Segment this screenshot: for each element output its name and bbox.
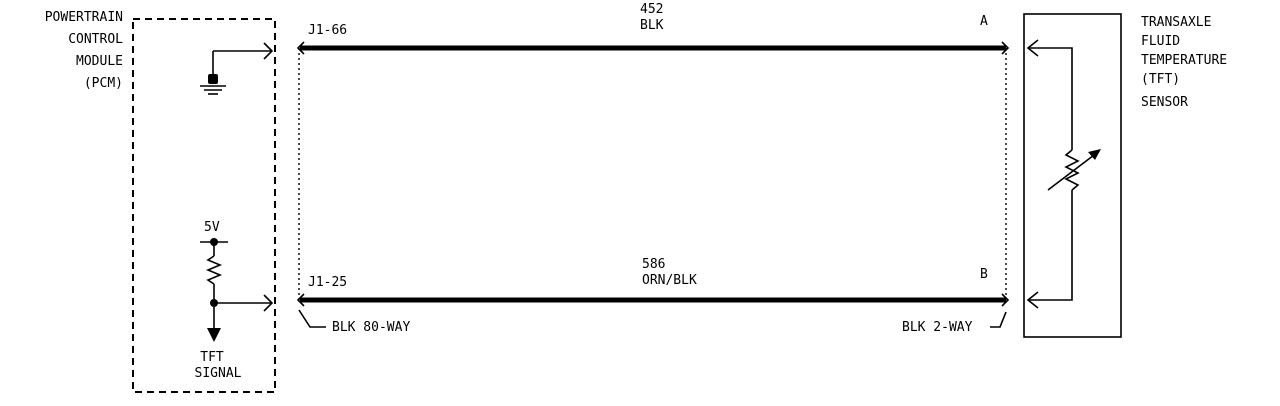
pcm-label-line-4: (PCM): [84, 76, 123, 91]
wire-452-color: BLK: [640, 18, 664, 33]
pcm-module-boundary: [132, 18, 276, 393]
ground-symbol-icon: [200, 42, 274, 95]
supply-voltage-label: 5V: [204, 220, 220, 235]
tft-signal-label-line-2: SIGNAL: [195, 366, 242, 381]
pcm-connector-leader: [298, 309, 326, 328]
pcm-label-line-2: CONTROL: [68, 32, 123, 47]
wire-586-color: ORN/BLK: [642, 273, 697, 288]
sensor-connector-leader: [990, 311, 1007, 328]
signal-arrow-icon: [207, 328, 221, 342]
pcm-connector-label: BLK 80-WAY: [332, 320, 410, 335]
sensor-internal-circuit: [1026, 39, 1101, 309]
variable-arrow-icon: [1047, 151, 1099, 191]
tft-sensor-body: [1023, 13, 1122, 338]
wire-452-pcm-pin: J1-66: [308, 23, 347, 38]
sensor-label-line-2: FLUID: [1141, 34, 1180, 49]
sensor-label-line-1: TRANSAXLE: [1141, 15, 1211, 30]
sensor-connector-label: BLK 2-WAY: [902, 320, 973, 335]
pcm-label: POWERTRAIN CONTROL MODULE (PCM): [45, 10, 123, 91]
sensor-label: TRANSAXLE FLUID TEMPERATURE (TFT) SENSOR: [1141, 15, 1227, 110]
pcm-label-line-3: MODULE: [76, 54, 123, 69]
pcm-label-line-1: POWERTRAIN: [45, 10, 123, 25]
wire-452: [296, 41, 1010, 55]
wire-586-pcm-pin: J1-25: [308, 275, 347, 290]
sensor-label-line-4: (TFT): [1141, 72, 1180, 87]
sensor-label-line-3: TEMPERATURE: [1141, 53, 1227, 68]
wire-452-sensor-pin: A: [980, 14, 988, 29]
resistor-icon: [205, 255, 223, 285]
sensor-label-line-5: SENSOR: [1141, 95, 1188, 110]
thermistor-icon: [1064, 149, 1080, 191]
wire-586: [296, 293, 1010, 307]
pullup-resistor-circuit: [200, 238, 274, 342]
wire-586-sensor-pin: B: [980, 267, 988, 282]
wire-452-circuit: 452: [640, 2, 663, 17]
wire-586-circuit: 586: [642, 257, 665, 272]
tft-signal-label-line-1: TFT: [200, 350, 224, 365]
